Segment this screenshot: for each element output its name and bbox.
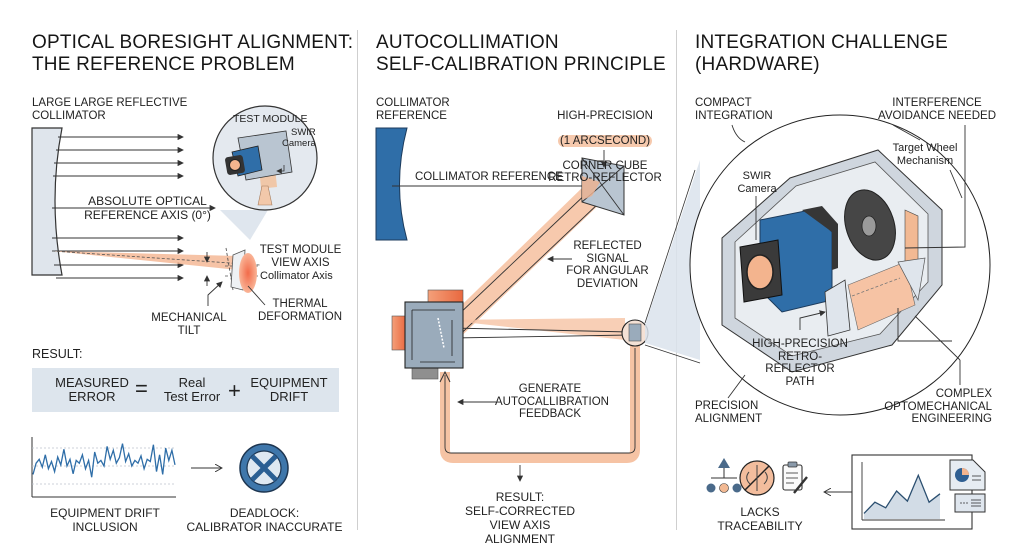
collimator-reference-line-label: COLLIMATOR REFERENCE [415, 171, 563, 183]
equals-sign: = [135, 376, 148, 401]
view-axis-beam [52, 251, 238, 270]
panel-3-title: INTEGRATION CHALLENGE (HARDWARE) [695, 32, 948, 75]
target-wheel-label: Target Wheel Mechanism [892, 142, 958, 167]
thermal-deformation-blob [239, 253, 257, 293]
test-module-label: TEST MODULE [233, 113, 308, 125]
mechanical-tilt-label: MECHANICAL TILT [151, 312, 227, 337]
panel-1-title: OPTICAL BORESIGHT ALIGNMENT: THE REFEREN… [32, 32, 354, 75]
retro-path-label: HIGH-PRECISION RETRO-REFLECTOR PATH [752, 338, 848, 388]
compact-integration-label: COMPACT INTEGRATION [695, 97, 773, 122]
feedback-loop [440, 345, 640, 463]
measured-error-term: MEASURED ERROR [55, 375, 129, 404]
plus-sign: + [228, 378, 241, 403]
panel-divider-left [357, 30, 358, 530]
corner-cube-retroreflector [581, 157, 625, 216]
high-precision-label: HIGH-PRECISION (1 ARCSECOND) CORNER CUBE… [545, 97, 665, 185]
complex-engineering-label: COMPLEX OPTOMECHANICAL ENGINEERING [884, 388, 992, 425]
integration-housing [721, 149, 943, 373]
report-area [864, 475, 940, 519]
panel-1-graphics [31, 105, 318, 498]
arcsecond-badge: (1 ARCSECOND) [557, 134, 653, 147]
interference-label: INTERFERENCE AVOIDANCE NEEDED [878, 97, 997, 122]
deadlock-x-icon [239, 443, 289, 493]
panel-2-graphics [375, 127, 701, 482]
report-chart-panel [851, 454, 986, 530]
collimator-mirror [375, 127, 408, 241]
collimated-rays [52, 133, 216, 282]
corner-cube-text: CORNER CUBE RETRO-REFLECTOR [548, 159, 662, 185]
collimator-axis-label: Collimator Axis [260, 270, 333, 282]
drift-chart [31, 437, 176, 498]
self-corrected-result-label: RESULT: SELF-CORRECTED VIEW AXIS ALIGNME… [464, 490, 575, 546]
real-test-error-term: Real Test Error [163, 375, 221, 404]
drift-inclusion-label: EQUIPMENT DRIFT INCLUSION [50, 506, 160, 534]
equipment-drift-term: EQUIPMENT DRIFT [250, 375, 328, 404]
high-precision-text: HIGH-PRECISION [557, 109, 653, 122]
error-equation-box: MEASURED ERROR = Real Test Error + EQUIP… [32, 368, 339, 412]
result-label: RESULT: [32, 347, 83, 361]
collimator-label: LARGE LARGE REFLECTIVE COLLIMATOR [32, 97, 188, 122]
report-line [863, 473, 941, 514]
reflected-signal-label: REFLECTED SIGNAL FOR ANGULAR DEVIATION [566, 240, 649, 290]
panel-2-title: AUTOCOLLIMATION SELF-CALIBRATION PRINCIP… [376, 32, 666, 75]
autocollimator-device [391, 289, 464, 380]
feedback-label: GENERATE AUTOCALLIBRATION FEEDBACK [495, 383, 609, 420]
swir-camera-label: SWIR Camera [282, 127, 316, 149]
precision-alignment-label: PRECISION ALIGNMENT [695, 400, 763, 425]
lacks-traceability-label: LACKS TRACEABILITY [717, 505, 803, 533]
panel-3-graphics [689, 114, 991, 530]
collimator-reference-label: COLLIMATOR REFERENCE [376, 97, 450, 122]
inset-camera [225, 130, 293, 206]
swir-camera-hw-label: SWIR Camera [737, 170, 777, 195]
no-rotation-icon [739, 460, 775, 496]
clipboard-edit-icon [782, 461, 808, 494]
reflected-beam [436, 185, 604, 345]
reference-axis-label: ABSOLUTE OPTICAL REFERENCE AXIS (0°) [84, 194, 211, 222]
drift-signal-line [32, 443, 176, 478]
view-axis-label: TEST MODULE VIEW AXIS [259, 244, 342, 269]
list-doc-icon [954, 493, 986, 513]
hierarchy-icon [706, 458, 742, 493]
thermal-deformation-label: THERMAL DEFORMATION [257, 298, 343, 323]
deadlock-label: DEADLOCK: CALIBRATOR INACCURATE [186, 506, 343, 534]
